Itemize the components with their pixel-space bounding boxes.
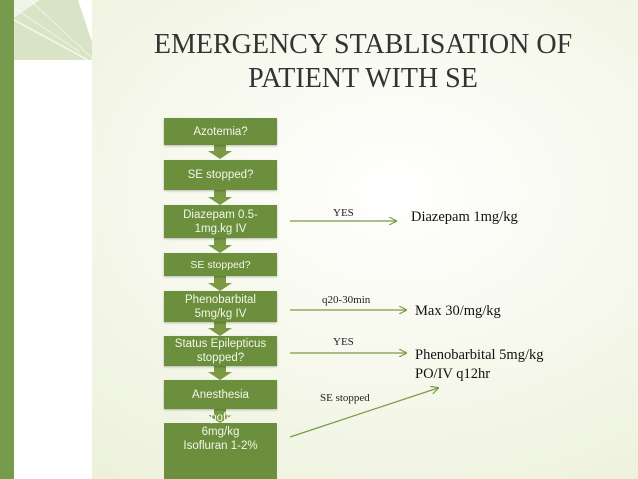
down-arrow-5 (208, 322, 232, 336)
box-phenobarbital-text: Phenobarbital 5mg/kg IV (185, 293, 256, 320)
down-arrow-3 (208, 238, 232, 253)
box-azotemia: Azotemia? (164, 118, 277, 145)
sidebar-stripes (0, 0, 92, 479)
box-phenobarbital: Phenobarbital 5mg/kg IV (164, 291, 277, 322)
down-arrow-4 (208, 276, 232, 291)
down-arrows (208, 145, 232, 423)
box-propofol-text: Propofol 2- 6mg/kg Isofluran 1-2% (183, 412, 258, 452)
label-se-stopped: SE stopped (320, 392, 370, 404)
sidebar-decoration (0, 0, 92, 479)
down-arrow-6 (208, 366, 232, 380)
result-diazepam: Diazepam 1mg/kg (411, 209, 518, 225)
result-phenobarbital-line-2: PO/IV q12hr (415, 366, 491, 382)
down-arrow-2 (208, 190, 232, 205)
box-azotemia-text: Azotemia? (193, 125, 248, 138)
box-anesthesia: Anesthesia (164, 380, 277, 409)
title-line-2: PATIENT WITH SE (248, 63, 478, 94)
label-q20: q20-30min (322, 294, 371, 306)
page-title: EMERGENCY STABLISATION OF PATIENT WITH S… (118, 28, 608, 96)
branch-arrows (289, 221, 438, 438)
box-diazepam-text: Diazepam 0.5- 1mg.kg IV (183, 208, 258, 235)
result-max: Max 30/mg/kg (415, 303, 501, 319)
box-anesthesia-text: Anesthesia (192, 388, 249, 401)
box-status-epilepticus: Status Epilepticus stopped? (164, 336, 277, 366)
box-se-stopped-1-text: SE stopped? (187, 169, 254, 181)
box-status-epilepticus-text: Status Epilepticus stopped? (174, 338, 267, 364)
label-yes-2: YES (333, 336, 354, 348)
box-se-stopped-1: SE stopped? (164, 160, 277, 190)
down-arrow-1 (208, 145, 232, 159)
result-phenobarbital-line-1: Phenobarbital 5mg/kg (415, 347, 544, 363)
box-se-stopped-2-text: SE stopped? (190, 258, 251, 271)
down-arrow-7 (208, 409, 232, 423)
box-se-stopped-2: SE stopped? (164, 253, 277, 276)
title-line-1: EMERGENCY STABLISATION OF (153, 29, 573, 60)
arrow-se-stopped (289, 388, 438, 438)
box-diazepam: Diazepam 0.5- 1mg.kg IV (164, 205, 277, 238)
box-propofol: Propofol 2- 6mg/kg Isofluran 1-2% (164, 412, 277, 479)
label-yes-1: YES (333, 207, 354, 219)
